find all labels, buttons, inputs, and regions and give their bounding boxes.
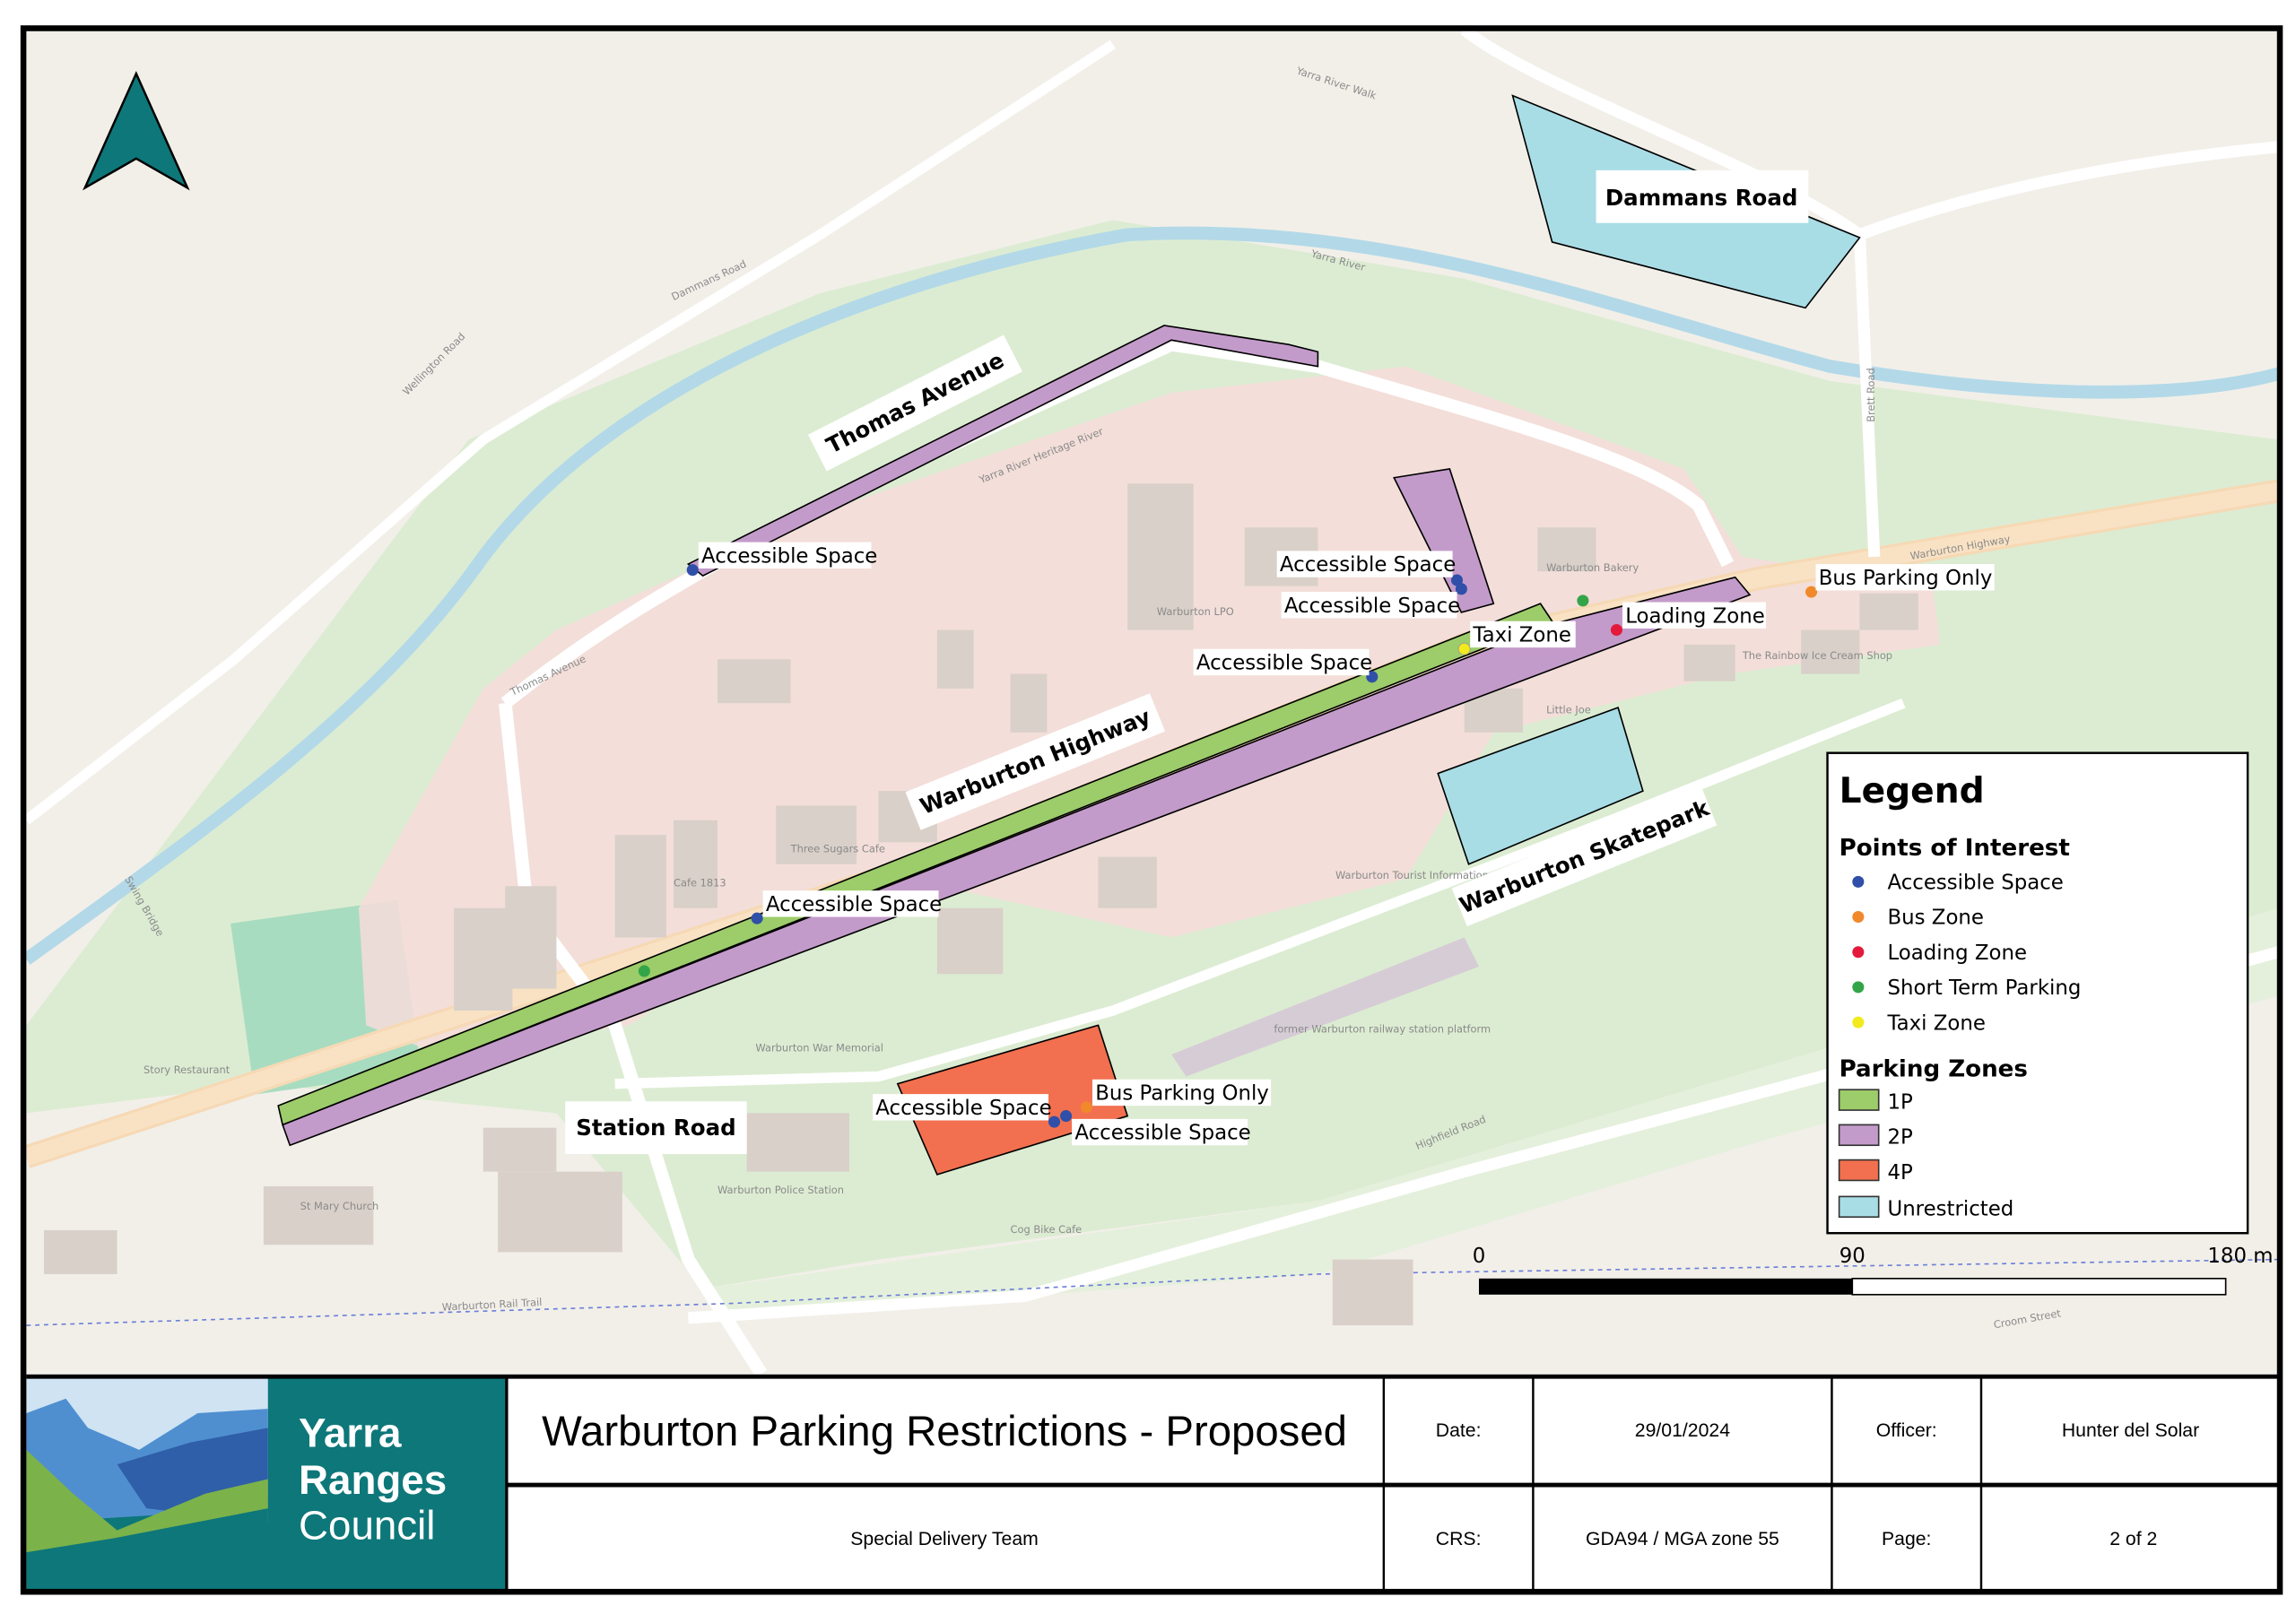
poi-label: Accessible Space xyxy=(701,544,877,568)
date-label: Date: xyxy=(1436,1420,1482,1441)
poi-accessible-space[interactable] xyxy=(686,564,699,577)
poi-label: Accessible Space xyxy=(1074,1122,1250,1145)
poi-labels: Accessible Space Accessible Space Access… xyxy=(698,542,1995,1146)
map-canvas[interactable]: Yarra River Walk Dammans Road Thomas Ave… xyxy=(26,30,2279,1374)
poi-accessible-space[interactable] xyxy=(1048,1115,1061,1128)
svg-text:4P: 4P xyxy=(1887,1161,1912,1185)
legend-zones-heading: Parking Zones xyxy=(1839,1056,2028,1083)
poi-accessible-space[interactable] xyxy=(1060,1110,1073,1123)
legend-zone-item: 4P xyxy=(1838,1159,1913,1185)
scale-bar: 0 90 180 m xyxy=(1473,1245,2274,1296)
poi-label: Loading Zone xyxy=(1625,604,1765,628)
scale-tick: 0 xyxy=(1473,1245,1486,1268)
poi-label: Accessible Space xyxy=(1284,595,1460,618)
poi-label: Accessible Space xyxy=(1280,553,1456,577)
street-label: Warburton Bakery xyxy=(1546,561,1639,574)
street-label: Warburton Tourist Information xyxy=(1335,869,1489,881)
svg-text:Ranges: Ranges xyxy=(299,1457,447,1503)
legend-zone-item: Unrestricted xyxy=(1838,1195,2013,1221)
svg-text:Unrestricted: Unrestricted xyxy=(1887,1198,2013,1221)
officer-label: Officer: xyxy=(1876,1420,1937,1441)
legend-poi-item: Accessible Space xyxy=(1852,872,2064,895)
street-label: St Mary Church xyxy=(300,1200,379,1212)
legend-poi-heading: Points of Interest xyxy=(1839,835,2070,862)
legend-zone-item: 1P xyxy=(1838,1089,1913,1114)
label-dammans-road: Dammans Road xyxy=(1596,169,1809,223)
station-road xyxy=(498,702,768,1374)
poi-loading-zone[interactable] xyxy=(1610,624,1622,637)
svg-text:Short Term Parking: Short Term Parking xyxy=(1887,976,2081,1000)
street-label: Story Restaurant xyxy=(144,1063,230,1076)
map-subtitle: Special Delivery Team xyxy=(850,1529,1039,1549)
svg-text:Station Road: Station Road xyxy=(576,1115,735,1141)
svg-text:Bus Zone: Bus Zone xyxy=(1887,907,1983,930)
rail-trail xyxy=(26,1258,2279,1326)
railway-platform xyxy=(1171,937,1479,1077)
poi-taxi-zone[interactable] xyxy=(1457,642,1471,655)
sheet-border xyxy=(20,25,2283,1595)
svg-text:Dammans Road: Dammans Road xyxy=(1605,185,1798,211)
legend-zone-item: 2P xyxy=(1838,1124,1913,1150)
street-label: former Warburton railway station platfor… xyxy=(1274,1023,1491,1036)
zone-unrestricted-skatepark[interactable] xyxy=(1437,707,1644,865)
street-label: Cafe 1813 xyxy=(674,876,726,889)
park-area xyxy=(702,907,2279,1318)
title-block: Yarra Ranges Council Warburton Parking R… xyxy=(26,1374,2279,1591)
legend-poi-item: Short Term Parking xyxy=(1852,976,2081,1000)
legend-poi-item: Taxi Zone xyxy=(1852,1011,1986,1035)
svg-text:Loading Zone: Loading Zone xyxy=(1887,942,2027,965)
street-label: The Rainbow Ice Cream Shop xyxy=(1742,649,1892,662)
label-station-road: Station Road xyxy=(565,1101,747,1155)
page-label: Page: xyxy=(1882,1529,1931,1549)
svg-text:Council: Council xyxy=(299,1502,435,1548)
svg-text:Accessible Space: Accessible Space xyxy=(1887,872,2063,895)
dammans-road xyxy=(1460,30,1881,558)
poi-label: Taxi Zone xyxy=(1472,624,1570,647)
street-label: Warburton Rail Trail xyxy=(441,1296,542,1314)
date-value: 29/01/2024 xyxy=(1635,1420,1730,1441)
legend-poi-item: Loading Zone xyxy=(1852,942,2027,965)
svg-text:Taxi Zone: Taxi Zone xyxy=(1886,1011,1985,1035)
poi-label: Bus Parking Only xyxy=(1819,567,1993,590)
poi-label: Bus Parking Only xyxy=(1095,1082,1269,1106)
poi-short-term-parking[interactable] xyxy=(638,965,650,977)
street-label: Warburton War Memorial xyxy=(755,1042,883,1055)
legend-title: Legend xyxy=(1839,771,1985,812)
yarra-river xyxy=(26,226,2279,965)
poi-accessible-space[interactable] xyxy=(1450,574,1464,586)
road xyxy=(614,698,1906,1089)
poi-label: Accessible Space xyxy=(875,1097,1051,1120)
map-title: Warburton Parking Restrictions - Propose… xyxy=(542,1408,1347,1455)
poi-label: Accessible Space xyxy=(1196,652,1372,675)
page-value: 2 of 2 xyxy=(2109,1529,2157,1549)
street-label: Warburton LPO xyxy=(1157,605,1234,618)
poi-bus-zone[interactable] xyxy=(1805,586,1818,598)
officer-value: Hunter del Solar xyxy=(2062,1420,2199,1441)
svg-text:Yarra: Yarra xyxy=(299,1410,402,1456)
poi-short-term-parking[interactable] xyxy=(1577,595,1589,607)
zone-2p-highway[interactable] xyxy=(282,576,1752,1147)
crs-label: CRS: xyxy=(1436,1529,1482,1549)
street-label: Little Joe xyxy=(1546,704,1591,716)
svg-text:1P: 1P xyxy=(1887,1090,1912,1114)
poi-accessible-space[interactable] xyxy=(1455,583,1467,595)
street-label: Warburton Police Station xyxy=(718,1184,844,1196)
crs-value: GDA94 / MGA zone 55 xyxy=(1586,1529,1779,1549)
street-label: Three Sugars Cafe xyxy=(790,843,885,855)
poi-markers[interactable] xyxy=(638,564,1818,1128)
poi-label: Accessible Space xyxy=(766,893,942,916)
street-label: Cog Bike Cafe xyxy=(1011,1223,1083,1236)
street-label: Brett Road xyxy=(1865,368,1877,421)
legend-poi-item: Bus Zone xyxy=(1852,907,1984,930)
scale-tick: 180 m xyxy=(2207,1245,2273,1268)
poi-accessible-space[interactable] xyxy=(751,912,763,924)
scale-tick: 90 xyxy=(1839,1245,1866,1268)
poi-bus-zone[interactable] xyxy=(1080,1101,1092,1114)
svg-text:2P: 2P xyxy=(1887,1126,1912,1150)
council-logo: Yarra Ranges Council xyxy=(26,1376,507,1591)
legend: Legend Points of Interest Accessible Spa… xyxy=(1826,751,2249,1235)
north-arrow-icon xyxy=(83,71,190,191)
